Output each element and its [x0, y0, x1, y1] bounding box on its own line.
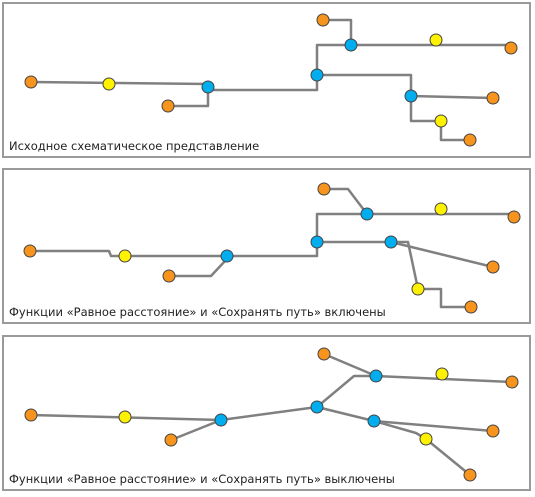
link-a-c [30, 80, 209, 86]
panel-functions-enabled: Функции «Равное расстояние» и «Сохранять… [2, 168, 531, 324]
midpoint-node-h [429, 33, 443, 47]
endpoint-node-m [463, 468, 477, 482]
link-j-k [390, 240, 494, 269]
junction-node-e [310, 68, 324, 82]
endpoint-node-d [161, 99, 175, 113]
junction-node-f [360, 207, 374, 221]
link-a-c [30, 249, 227, 258]
endpoint-node-g [317, 182, 331, 196]
endpoint-node-k [486, 91, 500, 105]
nodes-layer [24, 13, 518, 147]
link-c-d [170, 418, 222, 442]
link-f-i [351, 43, 513, 48]
midpoint-node-b [118, 410, 132, 424]
panel-functions-disabled: Функции «Равное расстояние» и «Сохранять… [2, 335, 531, 491]
midpoint-node-b [102, 77, 116, 91]
junction-node-f [344, 38, 358, 52]
network-diagram-enabled [23, 182, 521, 314]
endpoint-node-d [162, 269, 176, 283]
link-e-j [317, 73, 413, 96]
junction-node-e [310, 235, 324, 249]
junction-node-c [201, 80, 215, 94]
link-e-j [316, 405, 375, 423]
junction-node-j [367, 414, 381, 428]
nodes-layer [24, 347, 519, 482]
link-j-k [373, 419, 494, 433]
endpoint-node-a [24, 408, 38, 422]
endpoint-node-g [317, 347, 331, 361]
endpoint-node-i [505, 375, 519, 389]
network-diagram-disabled [24, 347, 519, 482]
panel-original-schematic: Исходное схематическое представление [2, 2, 531, 158]
panel-caption: Функции «Равное расстояние» и «Сохранять… [9, 472, 395, 486]
link-c-e [206, 75, 319, 92]
midpoint-node-l [419, 432, 433, 446]
link-j-m [391, 240, 471, 309]
panel-caption: Исходное схематическое представление [9, 139, 260, 153]
endpoint-node-k [486, 260, 500, 274]
junction-node-c [220, 249, 234, 263]
panel-caption: Функции «Равное расстояние» и «Сохранять… [9, 305, 386, 319]
junction-node-f [369, 369, 383, 383]
link-e-f [315, 212, 367, 242]
link-j-k [410, 94, 494, 100]
endpoint-node-m [463, 133, 477, 147]
endpoint-node-i [507, 210, 521, 224]
midpoint-node-l [411, 282, 425, 296]
endpoint-node-k [486, 424, 500, 438]
junction-node-j [384, 235, 398, 249]
network-diagram-original [24, 13, 518, 147]
junction-node-c [214, 413, 228, 427]
link-c-d [168, 87, 210, 108]
link-f-g [323, 18, 353, 45]
link-f-g [323, 352, 377, 378]
link-c-e [227, 242, 319, 258]
endpoint-node-d [164, 433, 178, 447]
midpoint-node-h [434, 202, 448, 216]
endpoint-node-a [24, 75, 38, 89]
midpoint-node-b [118, 249, 132, 263]
link-f-g [324, 187, 368, 215]
midpoint-node-h [435, 367, 449, 381]
endpoint-node-g [316, 13, 330, 27]
link-e-f [315, 43, 351, 75]
nodes-layer [23, 182, 521, 314]
link-c-e [220, 405, 318, 422]
endpoint-node-i [504, 41, 518, 55]
link-c-d [169, 255, 229, 278]
endpoint-node-a [23, 244, 37, 258]
junction-node-j [404, 89, 418, 103]
link-e-f [316, 374, 376, 408]
endpoint-node-m [464, 300, 478, 314]
junction-node-e [310, 400, 324, 414]
midpoint-node-l [434, 114, 448, 128]
